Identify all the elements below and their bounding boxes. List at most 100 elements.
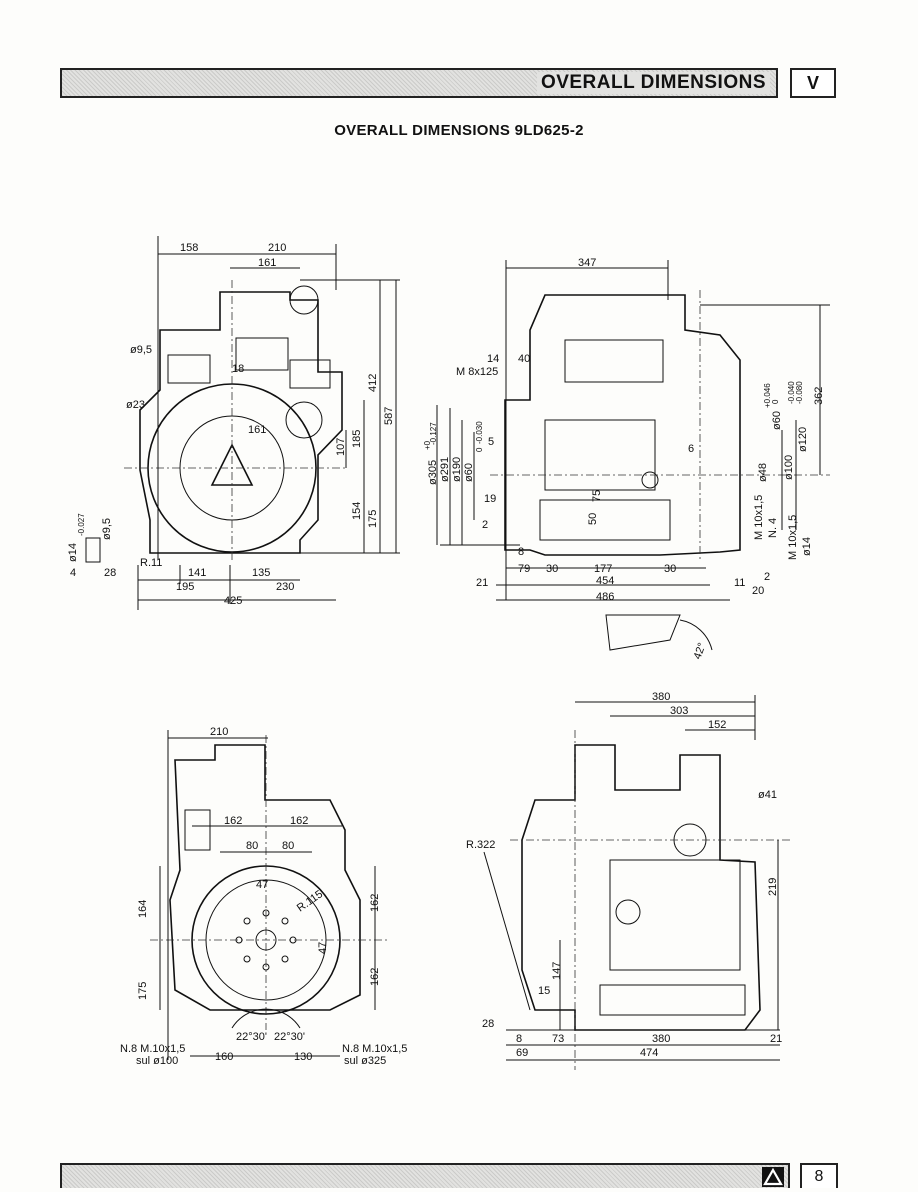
dim-label: N.8 M.10x1,5 <box>120 1043 185 1055</box>
dim-label: ø100 <box>783 455 795 480</box>
dim-label: 107 <box>335 438 347 456</box>
header-title: OVERALL DIMENSIONS <box>536 72 770 94</box>
dim-label: 152 <box>708 719 726 731</box>
dim-label: 80 <box>246 840 258 852</box>
dim-label: 0 <box>475 447 484 452</box>
dim-label: N. 4 <box>767 518 779 538</box>
dim-label: ø41 <box>758 789 777 801</box>
dim-label: 210 <box>268 242 286 254</box>
dim-label: 22°30' <box>274 1031 305 1043</box>
dim-label: M 10x1,5 <box>753 495 765 540</box>
dim-label: 185 <box>351 430 363 448</box>
dim-label: 21 <box>476 577 488 589</box>
dim-label: 8 <box>518 546 524 558</box>
dim-label: 42° <box>692 641 709 661</box>
dim-label: 0 <box>771 399 780 404</box>
dim-label: 4 <box>70 567 76 579</box>
dim-label: 19 <box>484 493 496 505</box>
dim-label: N.8 M.10x1,5 <box>342 1043 407 1055</box>
dim-label: 210 <box>210 726 228 738</box>
dim-label: 161 <box>248 424 266 436</box>
dim-label: ø190 <box>451 457 463 482</box>
dim-label: -0.127 <box>429 422 438 445</box>
lombardini-triangle-logo-icon <box>762 1167 784 1187</box>
dim-label: 162 <box>290 815 308 827</box>
triangle-logo-icon <box>763 1167 783 1186</box>
dim-label: R.115 <box>295 888 325 914</box>
dim-label: 195 <box>176 581 194 593</box>
section-label: V <box>790 68 836 98</box>
dim-label: 22°30' <box>236 1031 267 1043</box>
dim-label: 40 <box>518 353 530 365</box>
dim-label: 14 <box>487 353 499 365</box>
dim-label: 160 <box>215 1051 233 1063</box>
dim-label: -0.040 <box>787 381 796 404</box>
dim-label: 162 <box>369 894 381 912</box>
dim-label: 30 <box>664 563 676 575</box>
dim-label: 21 <box>770 1033 782 1045</box>
dim-label: 18 <box>232 363 244 375</box>
dim-label: ø9,5 <box>101 518 113 540</box>
front-view: 158 210 161 ø9,5 18 ø23 161 412 587 185 … <box>67 236 400 610</box>
dim-label: 380 <box>652 691 670 703</box>
dim-label: 79 <box>518 563 530 575</box>
dim-label: 362 <box>813 387 825 405</box>
dim-label: 130 <box>294 1051 312 1063</box>
dim-label: 20 <box>752 585 764 597</box>
dim-label: 2 <box>482 519 488 531</box>
other-side-view: 380 303 152 ø41 R.322 219 147 15 28 8 73… <box>466 691 790 1070</box>
dim-label: ø48 <box>757 463 769 482</box>
page-number: 8 <box>800 1163 838 1188</box>
dim-label: ø60 <box>463 463 475 482</box>
dim-label: 147 <box>551 962 563 980</box>
dim-label: 50 <box>587 513 599 525</box>
dim-label: ø291 <box>439 457 451 482</box>
dim-label: 164 <box>137 900 149 918</box>
dim-label: +0.046 <box>763 383 772 408</box>
dim-label: M 10x1,5 <box>787 515 799 560</box>
dim-label: 80 <box>282 840 294 852</box>
dim-label: ø23 <box>126 399 145 411</box>
dim-label: 219 <box>767 878 779 896</box>
dim-label: 474 <box>640 1047 658 1059</box>
dim-label: 425 <box>224 595 242 607</box>
header-bar: OVERALL DIMENSIONS <box>60 68 778 98</box>
dim-label: 141 <box>188 567 206 579</box>
dim-label: R.11 <box>140 557 162 569</box>
dim-label: -0.030 <box>475 421 484 444</box>
dim-label: sul ø325 <box>344 1055 386 1067</box>
page-title: OVERALL DIMENSIONS 9LD625-2 <box>334 122 584 139</box>
dim-label: 486 <box>596 591 614 603</box>
dim-label: 380 <box>652 1033 670 1045</box>
dim-label: 47 <box>317 942 329 954</box>
dim-label: 47 <box>256 879 268 891</box>
dim-label: 158 <box>180 242 198 254</box>
dim-label: 162 <box>224 815 242 827</box>
rear-view: 210 162 162 80 80 47 R.115 164 162 47 17… <box>120 726 407 1067</box>
dim-label: ø305 <box>427 460 439 485</box>
dim-label: ø9,5 <box>130 344 152 356</box>
dim-label: 175 <box>137 982 149 1000</box>
dim-label: 69 <box>516 1047 528 1059</box>
dim-label: +0 <box>423 440 432 450</box>
dim-label: ø60 <box>771 411 783 430</box>
dim-label: 303 <box>670 705 688 717</box>
dim-label: 135 <box>252 567 270 579</box>
dim-label: 161 <box>258 257 276 269</box>
footer-bar <box>60 1163 790 1188</box>
dim-label: ø14 <box>67 543 79 562</box>
dim-label: 75 <box>591 490 603 502</box>
dim-label: 6 <box>688 443 694 455</box>
dim-label: ø120 <box>797 427 809 452</box>
dim-label: 587 <box>383 407 395 425</box>
dim-label: 11 <box>734 577 745 589</box>
dim-label: -0.027 <box>77 513 86 536</box>
dim-label: 30 <box>546 563 558 575</box>
dim-label: 28 <box>482 1018 494 1030</box>
dim-label: M 8x125 <box>456 366 498 378</box>
dim-label: sul ø100 <box>136 1055 178 1067</box>
dim-label: 15 <box>538 985 550 997</box>
dim-label: R.322 <box>466 839 495 851</box>
side-view: 347 14 40 M 8x125 5 ø305 +0 -0.127 ø291 … <box>423 257 830 661</box>
dim-label: 162 <box>369 968 381 986</box>
